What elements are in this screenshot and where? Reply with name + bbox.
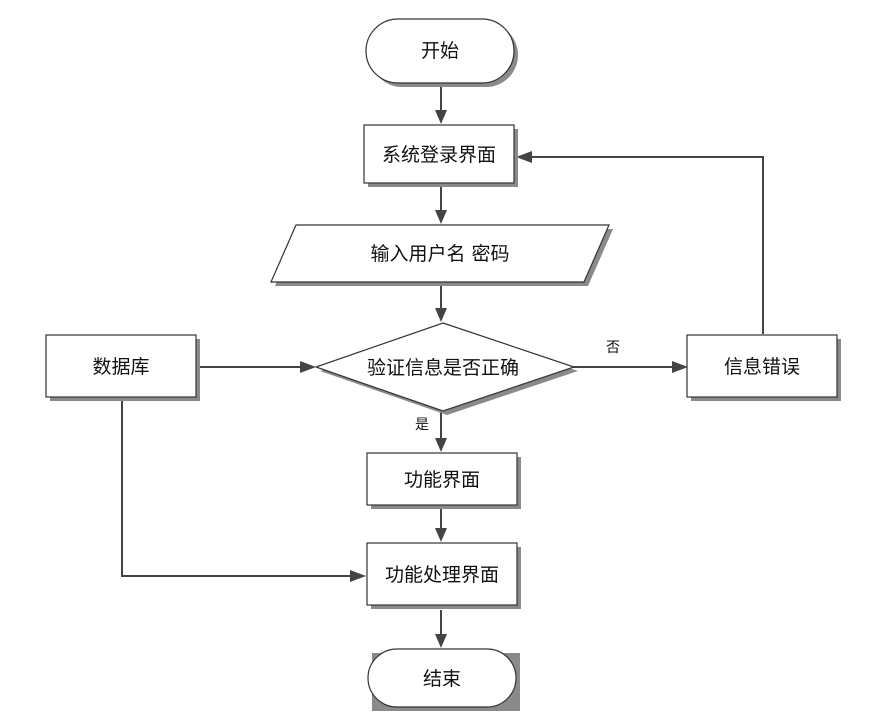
database-label: 数据库 bbox=[92, 356, 149, 378]
no-label: 否 bbox=[606, 340, 620, 356]
end-node: 结束 bbox=[367, 648, 520, 711]
edges bbox=[121, 87, 764, 648]
edge-error-back-to-login bbox=[530, 156, 764, 334]
login-screen-node: 系统登录界面 bbox=[363, 124, 518, 187]
database-node: 数据库 bbox=[45, 334, 200, 401]
end-label: 结束 bbox=[423, 668, 461, 690]
start-node: 开始 bbox=[365, 18, 518, 87]
yes-label: 是 bbox=[415, 417, 429, 433]
verify-decision-label: 验证信息是否正确 bbox=[367, 357, 519, 379]
function-screen-label: 功能界面 bbox=[404, 469, 480, 491]
login-screen-label: 系统登录界面 bbox=[382, 144, 496, 166]
process-screen-node: 功能处理界面 bbox=[366, 542, 521, 609]
verify-decision-node: 验证信息是否正确 bbox=[314, 322, 578, 415]
start-label: 开始 bbox=[421, 40, 459, 62]
input-credentials-label: 输入用户名 密码 bbox=[370, 243, 509, 265]
process-screen-label: 功能处理界面 bbox=[385, 564, 499, 586]
error-node: 信息错误 bbox=[686, 334, 841, 401]
input-credentials-node: 输入用户名 密码 bbox=[270, 224, 613, 286]
edge-database-to-process bbox=[121, 398, 352, 577]
error-label: 信息错误 bbox=[724, 356, 800, 378]
function-screen-node: 功能界面 bbox=[366, 452, 521, 509]
